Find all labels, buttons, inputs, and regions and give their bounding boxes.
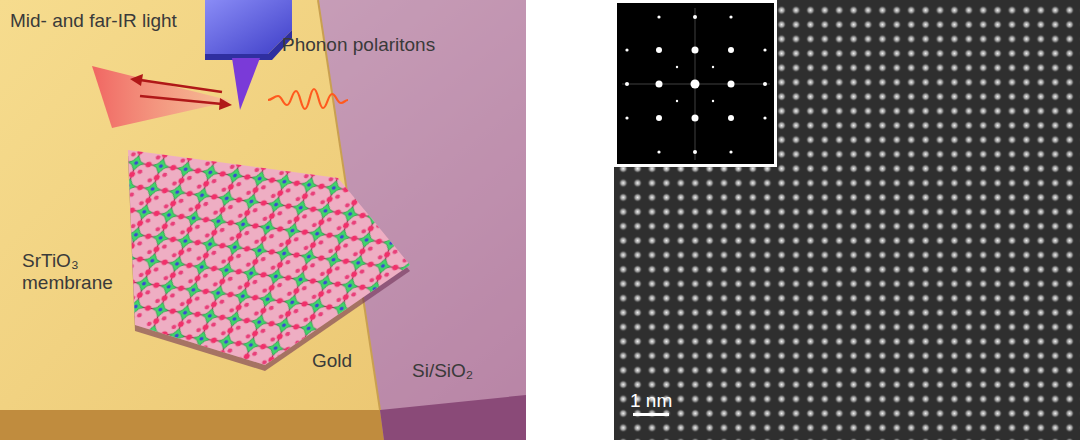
- scale-bar-label: 1 nm: [630, 390, 672, 412]
- substrate-label: Si/SiO₂: [412, 360, 473, 382]
- light-label: Mid- and far-IR light: [10, 10, 190, 32]
- polariton-label: Phonon polaritons: [282, 34, 472, 56]
- gold-label: Gold: [312, 350, 352, 372]
- membrane-label: SrTiO₃ membrane: [22, 250, 122, 294]
